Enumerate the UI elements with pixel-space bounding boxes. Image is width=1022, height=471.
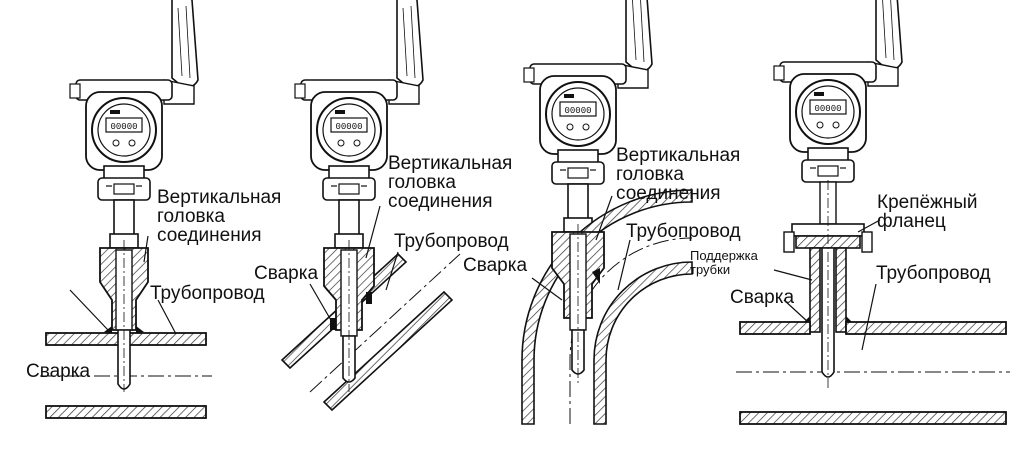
diagram-angled	[280, 0, 461, 412]
label-weld-4: Сварка	[730, 287, 795, 308]
label-support-4: Поддержка трубки	[690, 248, 758, 277]
diagram-straight	[40, 0, 212, 419]
label-weld-3: Сварка	[463, 255, 528, 276]
label-pipe-2: Трубопровод	[394, 231, 509, 252]
transmitter-4	[773, 0, 903, 183]
label-pipe-1: Трубопровод	[150, 283, 265, 304]
label-head-3: Вертикальная головка соединения	[616, 145, 741, 204]
diagram-elbow	[521, 0, 693, 425]
transmitter-1	[69, 0, 199, 201]
label-head-1: Вертикальная головка соединения	[157, 187, 282, 246]
label-weld-1: Сварка	[26, 361, 91, 382]
label-flange-4: Крепёжный фланец	[877, 192, 978, 232]
label-weld-2: Сварка	[254, 263, 319, 284]
label-head-2: Вертикальная головка соединения	[388, 153, 513, 212]
diagram-flange	[736, 0, 1010, 425]
label-pipe-4: Трубопровод	[876, 263, 991, 284]
label-pipe-3: Трубопровод	[626, 221, 741, 242]
